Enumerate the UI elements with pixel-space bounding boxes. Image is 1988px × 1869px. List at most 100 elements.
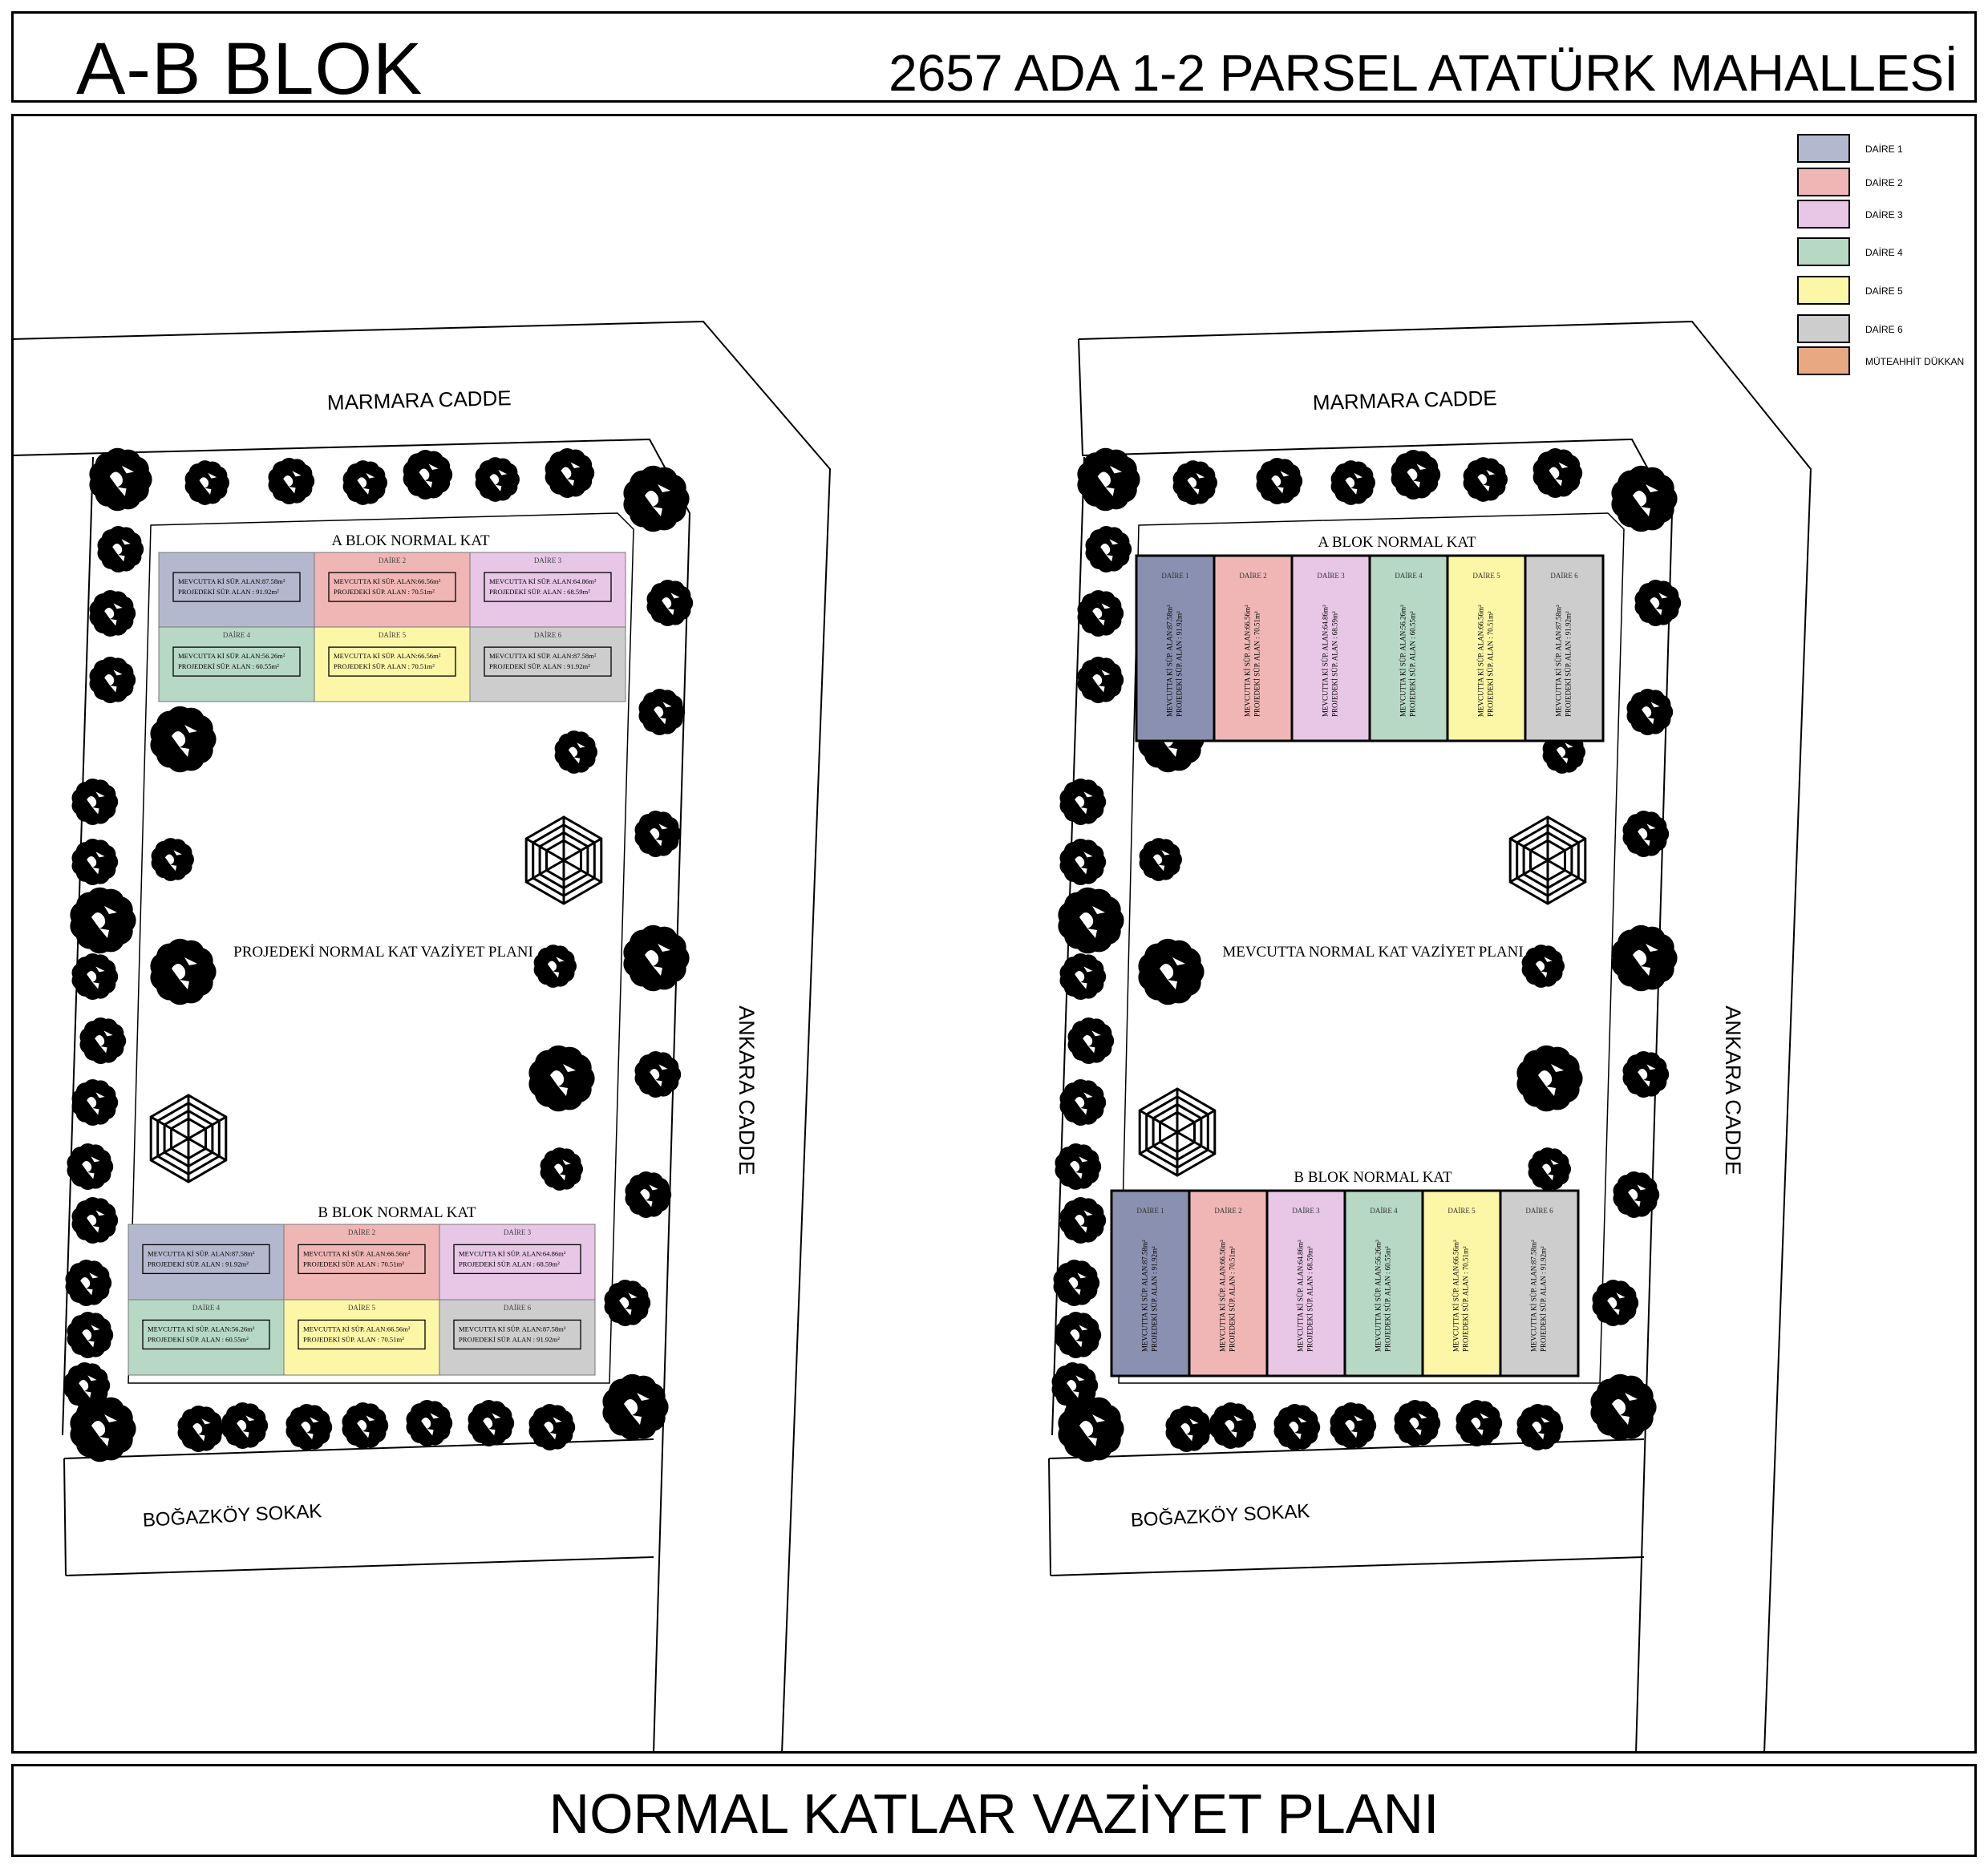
tree-icon [1059,779,1107,825]
unit-fill [1213,554,1294,742]
unit-name: DAİRE 3 [504,1228,532,1236]
legend-item-2: DAİRE 2 [1797,168,1903,196]
unit-existing-area: MEVCUTTA Kİ SÜP. ALAN:64.86m² [459,1249,566,1257]
unit-name: DAİRE 5 [1447,1207,1476,1215]
tree-icon [285,1404,333,1450]
street-east-right: ANKARA CADDE [1721,1005,1745,1175]
unit-fill [283,1224,440,1301]
unit-existing-area: MEVCUTTA Kİ SÜP. ALAN:87.58m² [1555,605,1563,717]
tree-icon [97,526,144,572]
tree-icon [540,1147,583,1191]
tree-icon [1613,1171,1660,1218]
unit-name: DAİRE 5 [348,1304,376,1312]
unit-projected-area: PROJEDEKİ SÜP. ALAN : 70.51m² [1462,1246,1470,1352]
tree-icon [71,779,119,825]
unit-projected-area: PROJEDEKİ SÜP. ALAN : 70.51m² [1229,1246,1237,1352]
legend-swatch [1797,168,1850,196]
unit-name: DAİRE 4 [192,1304,221,1312]
tree-icon [1139,838,1182,881]
tree-icon [604,1280,651,1326]
tree-icon [1528,1147,1571,1191]
legend-swatch [1797,134,1850,163]
tree-icon [1059,1197,1107,1244]
unit-existing-area: MEVCUTTA Kİ SÜP. ALAN:66.56m² [303,1249,411,1257]
legend-item-1: DAİRE 1 [1797,134,1903,163]
unit-existing-area: MEVCUTTA Kİ SÜP. ALAN:66.56m² [334,577,441,585]
unit-name: DAİRE 4 [1395,572,1423,580]
unit-existing-area: MEVCUTTA Kİ SÜP. ALAN:64.86m² [489,577,597,585]
unit-name: DAİRE 6 [504,1304,532,1312]
tree-icon [623,924,690,992]
unit-name: DAİRE 6 [1550,572,1578,580]
title-bar: A-B BLOK 2657 ADA 1-2 PARSEL ATATÜRK MAH… [11,11,1977,110]
unit-projected-area: PROJEDEKİ SÜP. ALAN : 70.51m² [1487,611,1495,717]
unit-area-box [453,1244,581,1275]
unit-projected-area: PROJEDEKİ SÜP. ALAN : 91.92m² [1565,611,1573,717]
unit-existing-area: MEVCUTTA Kİ SÜP. ALAN:56.26m² [148,1325,255,1333]
legend-label: MÜTEAHHİT DÜKKAN [1865,356,1964,367]
unit-existing-area: MEVCUTTA Kİ SÜP. ALAN:66.56m² [334,652,441,660]
tree-icon [1611,924,1678,992]
tree-icon [1590,1373,1657,1441]
tree-icon [406,1400,453,1446]
unit-fill [158,626,315,702]
unit-fill [439,1299,596,1376]
tree-icon [89,590,136,637]
unit-fill [1135,554,1216,742]
unit-name: DAİRE 2 [1239,572,1266,580]
tree-icon [1622,811,1670,857]
unit-existing-area: MEVCUTTA Kİ SÜP. ALAN:66.56m² [303,1325,411,1333]
legend-label: DAİRE 2 [1865,177,1903,188]
tree-icon [1055,1312,1102,1358]
unit-area-box [298,1244,426,1275]
unit-area-box [172,646,301,677]
legend-item-7: MÜTEAHHİT DÜKKAN [1797,346,1964,375]
legend-label: DAİRE 6 [1865,324,1903,335]
unit-projected-area: PROJEDEKİ SÜP. ALAN : 91.92m² [459,1335,560,1343]
unit-projected-area: PROJEDEKİ SÜP. ALAN : 91.92m² [178,588,279,596]
tree-icon [67,1143,114,1190]
unit-existing-area: MEVCUTTA Kİ SÜP. ALAN:64.86m² [1322,605,1330,717]
unit-projected-area: PROJEDEKİ SÜP. ALAN : 68.59m² [489,588,590,596]
tree-icon [150,938,217,1005]
unit-name: DAİRE 2 [348,1228,375,1236]
tree-icon [1059,1079,1107,1126]
footer-bar: NORMAL KATLAR VAZİYET PLANI [11,1764,1977,1857]
tree-icon [1516,1404,1564,1450]
tree-icon [342,1402,389,1449]
unit-area-box [298,1319,426,1350]
legend-label: DAİRE 5 [1865,285,1903,297]
unit-existing-area: MEVCUTTA Kİ SÜP. ALAN:66.56m² [1452,1240,1460,1352]
tree-icon [1273,1404,1321,1450]
tree-icon [65,1260,112,1306]
unit-name: DAİRE 3 [1317,572,1345,580]
unit-name: DAİRE 2 [379,556,406,564]
tree-icon [1330,1402,1377,1449]
unit-projected-area: PROJEDEKİ SÜP. ALAN : 68.59m² [459,1260,560,1268]
unit-projected-area: PROJEDEKİ SÜP. ALAN : 68.59m² [1306,1246,1314,1352]
tree-icon [1165,1406,1213,1452]
unit-name: DAİRE 5 [379,631,407,639]
tree-icon [1394,1400,1441,1446]
legend-item-4: DAİRE 4 [1797,237,1903,266]
unit-projected-area: PROJEDEKİ SÜP. ALAN : 70.51m² [1253,611,1261,717]
tree-icon [528,1045,595,1112]
tree-icon [67,1312,114,1358]
tree-icon [554,730,597,774]
tree-icon [634,811,682,857]
tree-icon [150,706,217,773]
tree-icon [221,1402,269,1449]
unit-projected-area: PROJEDEKİ SÜP. ALAN : 60.55m² [1409,611,1417,717]
unit-existing-area: MEVCUTTA Kİ SÜP. ALAN:87.58m² [148,1249,255,1257]
tree-icon [1521,945,1565,988]
